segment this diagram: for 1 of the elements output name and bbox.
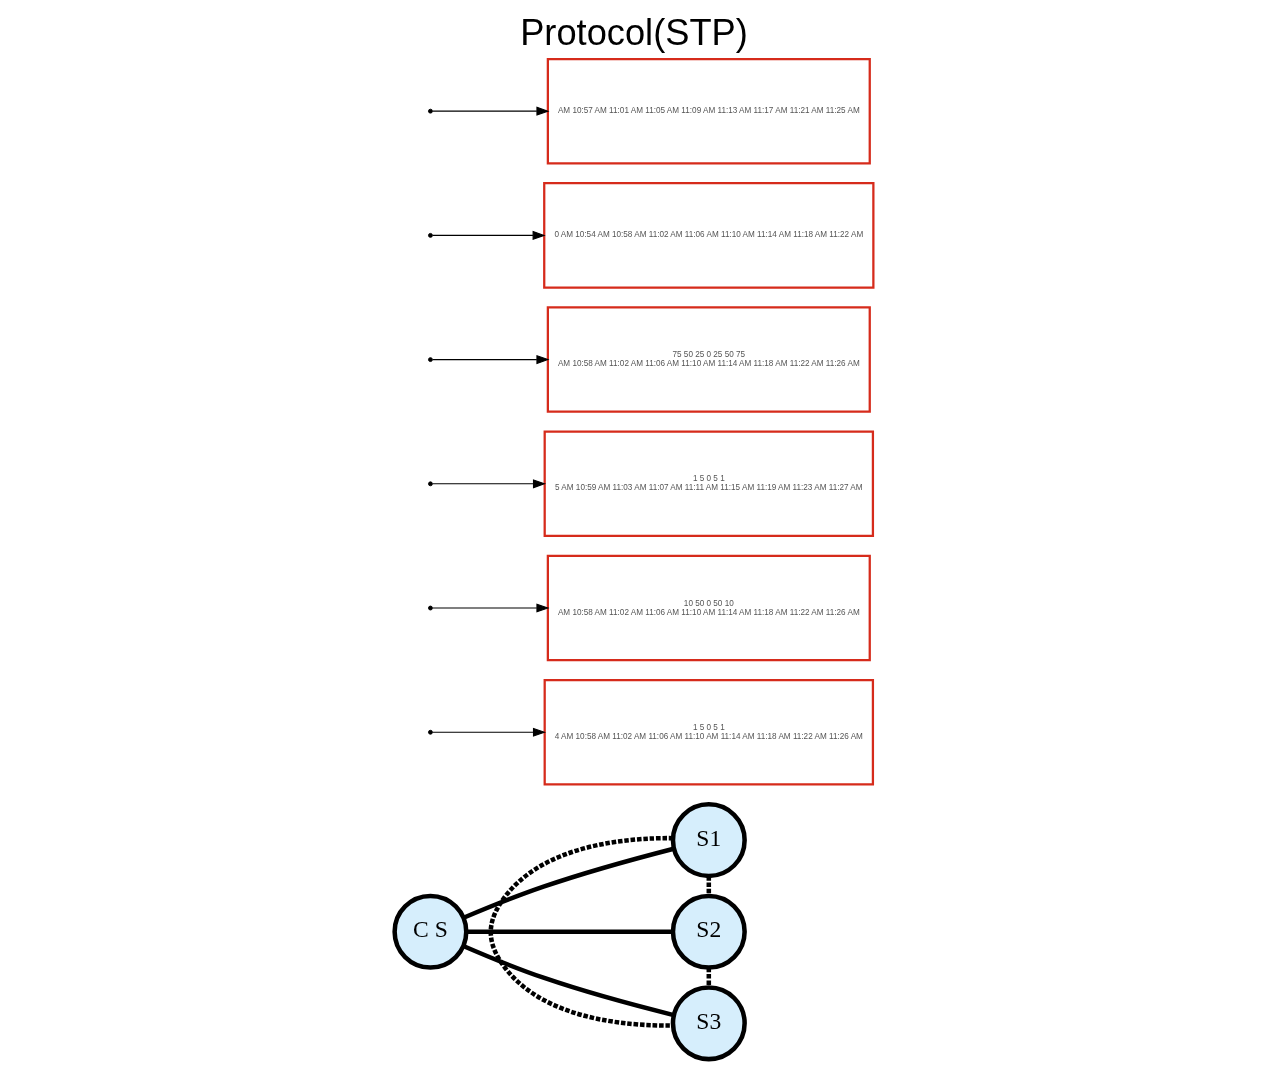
- diagram-title: Protocol(STP): [520, 11, 748, 53]
